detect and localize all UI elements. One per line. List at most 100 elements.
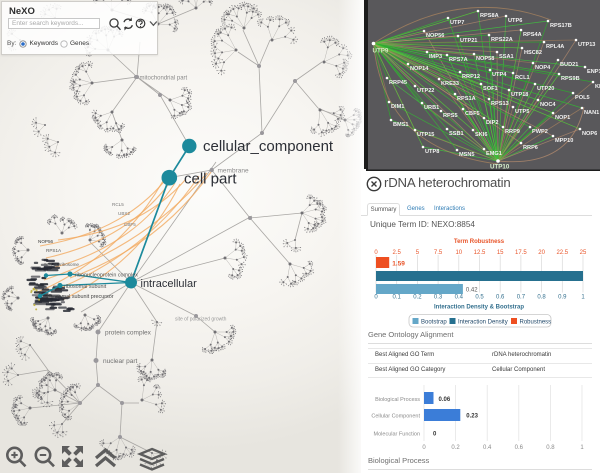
svg-text:UTP6: UTP6: [508, 18, 522, 24]
svg-text:ribosomal subunit precursor: ribosomal subunit precursor: [47, 294, 114, 300]
svg-text:site of polarized growth: site of polarized growth: [175, 316, 227, 322]
svg-text:0.42: 0.42: [466, 288, 478, 294]
svg-text:nuclear part: nuclear part: [103, 358, 138, 365]
svg-text:RRP6: RRP6: [523, 145, 538, 151]
svg-text:20: 20: [538, 250, 545, 256]
svg-text:MPP10: MPP10: [555, 138, 573, 144]
svg-text:RPS4A: RPS4A: [523, 32, 542, 38]
svg-text:NOC4: NOC4: [540, 102, 556, 108]
svg-text:Interaction Density & Bootstra: Interaction Density & Bootstrap: [434, 305, 524, 311]
svg-text:0.5: 0.5: [475, 295, 484, 301]
svg-text:RPS1A: RPS1A: [457, 96, 476, 102]
svg-text:0.2: 0.2: [451, 445, 460, 451]
svg-text:BUD21: BUD21: [560, 62, 578, 68]
svg-text:10: 10: [455, 250, 462, 256]
svg-text:0.4: 0.4: [455, 295, 464, 301]
svg-text:0.7: 0.7: [517, 295, 526, 301]
svg-text:UTP13: UTP13: [578, 42, 595, 48]
svg-text:Term Robustness: Term Robustness: [454, 239, 505, 245]
svg-text:Bootstrap: Bootstrap: [421, 319, 447, 325]
svg-text:KRE33: KRE33: [441, 81, 459, 87]
svg-text:RPL4A: RPL4A: [546, 44, 564, 50]
svg-text:UTP22: UTP22: [417, 88, 434, 94]
svg-text:0.6: 0.6: [515, 445, 524, 451]
svg-text:Interaction Density: Interaction Density: [458, 319, 508, 325]
svg-text:0.1: 0.1: [393, 295, 402, 301]
svg-text:SSB1: SSB1: [449, 131, 464, 137]
svg-text:UTP8: UTP8: [425, 149, 439, 155]
svg-text:ribosomal subunit: ribosomal subunit: [64, 284, 107, 290]
svg-text:PWP2: PWP2: [532, 129, 548, 135]
svg-text:90S preribosome: 90S preribosome: [44, 262, 79, 267]
svg-text:SSA1: SSA1: [499, 54, 514, 60]
svg-text:0: 0: [433, 432, 437, 438]
svg-text:UTP21: UTP21: [460, 38, 477, 44]
svg-text:UBX2: UBX2: [118, 211, 130, 216]
svg-text:UTP4: UTP4: [492, 72, 507, 78]
svg-text:5: 5: [416, 250, 420, 256]
svg-text:mitochondrial part: mitochondrial part: [140, 76, 188, 82]
svg-text:1.59: 1.59: [392, 261, 405, 268]
svg-text:0.2: 0.2: [413, 295, 422, 301]
svg-text:protein complex: protein complex: [105, 330, 152, 337]
svg-text:UTP5: UTP5: [515, 109, 529, 115]
svg-text:URB1: URB1: [424, 105, 439, 111]
svg-text:RPS1A: RPS1A: [46, 248, 62, 253]
svg-text:RCL1: RCL1: [515, 75, 530, 81]
svg-text:SOF1: SOF1: [483, 86, 498, 92]
svg-text:0.8: 0.8: [546, 445, 555, 451]
svg-text:NOP56: NOP56: [426, 33, 444, 39]
svg-text:UTP9: UTP9: [373, 48, 389, 55]
svg-text:UTP10: UTP10: [490, 164, 510, 171]
svg-text:NOP6: NOP6: [582, 131, 597, 137]
svg-text:KR: KR: [595, 84, 600, 90]
svg-text:ribonucleoprotein complex: ribonucleoprotein complex: [75, 272, 138, 278]
svg-text:RPS22A: RPS22A: [491, 37, 513, 43]
svg-text:Biological Process: Biological Process: [375, 397, 420, 403]
svg-text:IMP3: IMP3: [429, 54, 442, 60]
svg-text:UTP20: UTP20: [537, 86, 554, 92]
svg-text:0: 0: [374, 295, 378, 301]
svg-text:0.23: 0.23: [466, 414, 478, 420]
svg-text:RPS8A: RPS8A: [480, 13, 499, 19]
svg-text:UTP7: UTP7: [450, 20, 464, 26]
svg-text:CBF5: CBF5: [465, 111, 480, 117]
svg-text:RPS5: RPS5: [443, 113, 458, 119]
svg-text:cellular_component: cellular_component: [203, 138, 334, 155]
svg-text:RPS13: RPS13: [491, 101, 509, 107]
svg-text:Molecular Function: Molecular Function: [374, 432, 420, 438]
svg-text:UTP18: UTP18: [511, 92, 528, 98]
svg-text:0.06: 0.06: [439, 397, 451, 403]
svg-text:SKI6: SKI6: [475, 132, 487, 138]
svg-text:25: 25: [580, 250, 587, 256]
svg-text:15: 15: [497, 250, 504, 256]
svg-text:RPS17B: RPS17B: [550, 23, 572, 29]
svg-text:EMG1: EMG1: [486, 151, 502, 157]
svg-text:7.5: 7.5: [434, 250, 443, 256]
svg-text:Robustness: Robustness: [520, 319, 552, 325]
svg-text:RPS9B: RPS9B: [561, 76, 580, 82]
svg-text:MSN5: MSN5: [459, 152, 475, 158]
svg-text:NOP1: NOP1: [555, 115, 570, 121]
svg-text:NOP58: NOP58: [476, 56, 494, 62]
svg-text:cell part: cell part: [184, 171, 237, 188]
svg-text:DIP2: DIP2: [486, 120, 498, 126]
svg-text:Cellular Component: Cellular Component: [371, 414, 420, 420]
svg-text:CBF5: CBF5: [124, 222, 136, 227]
svg-text:POL5: POL5: [575, 95, 590, 101]
svg-text:RRP9: RRP9: [505, 129, 520, 135]
svg-text:1: 1: [581, 295, 585, 301]
svg-text:0.4: 0.4: [483, 445, 492, 451]
svg-text:17.5: 17.5: [515, 250, 527, 256]
svg-text:ENP1: ENP1: [587, 69, 600, 75]
svg-text:1: 1: [580, 445, 584, 451]
svg-text:0.6: 0.6: [496, 295, 505, 301]
svg-text:NOP4: NOP4: [535, 65, 551, 71]
svg-text:2.5: 2.5: [393, 250, 402, 256]
svg-text:0.8: 0.8: [537, 295, 546, 301]
svg-text:0: 0: [374, 250, 378, 256]
svg-text:RRP45: RRP45: [389, 80, 407, 86]
svg-text:intracellular: intracellular: [141, 278, 198, 290]
svg-text:22.5: 22.5: [556, 250, 568, 256]
svg-text:0: 0: [422, 445, 426, 451]
